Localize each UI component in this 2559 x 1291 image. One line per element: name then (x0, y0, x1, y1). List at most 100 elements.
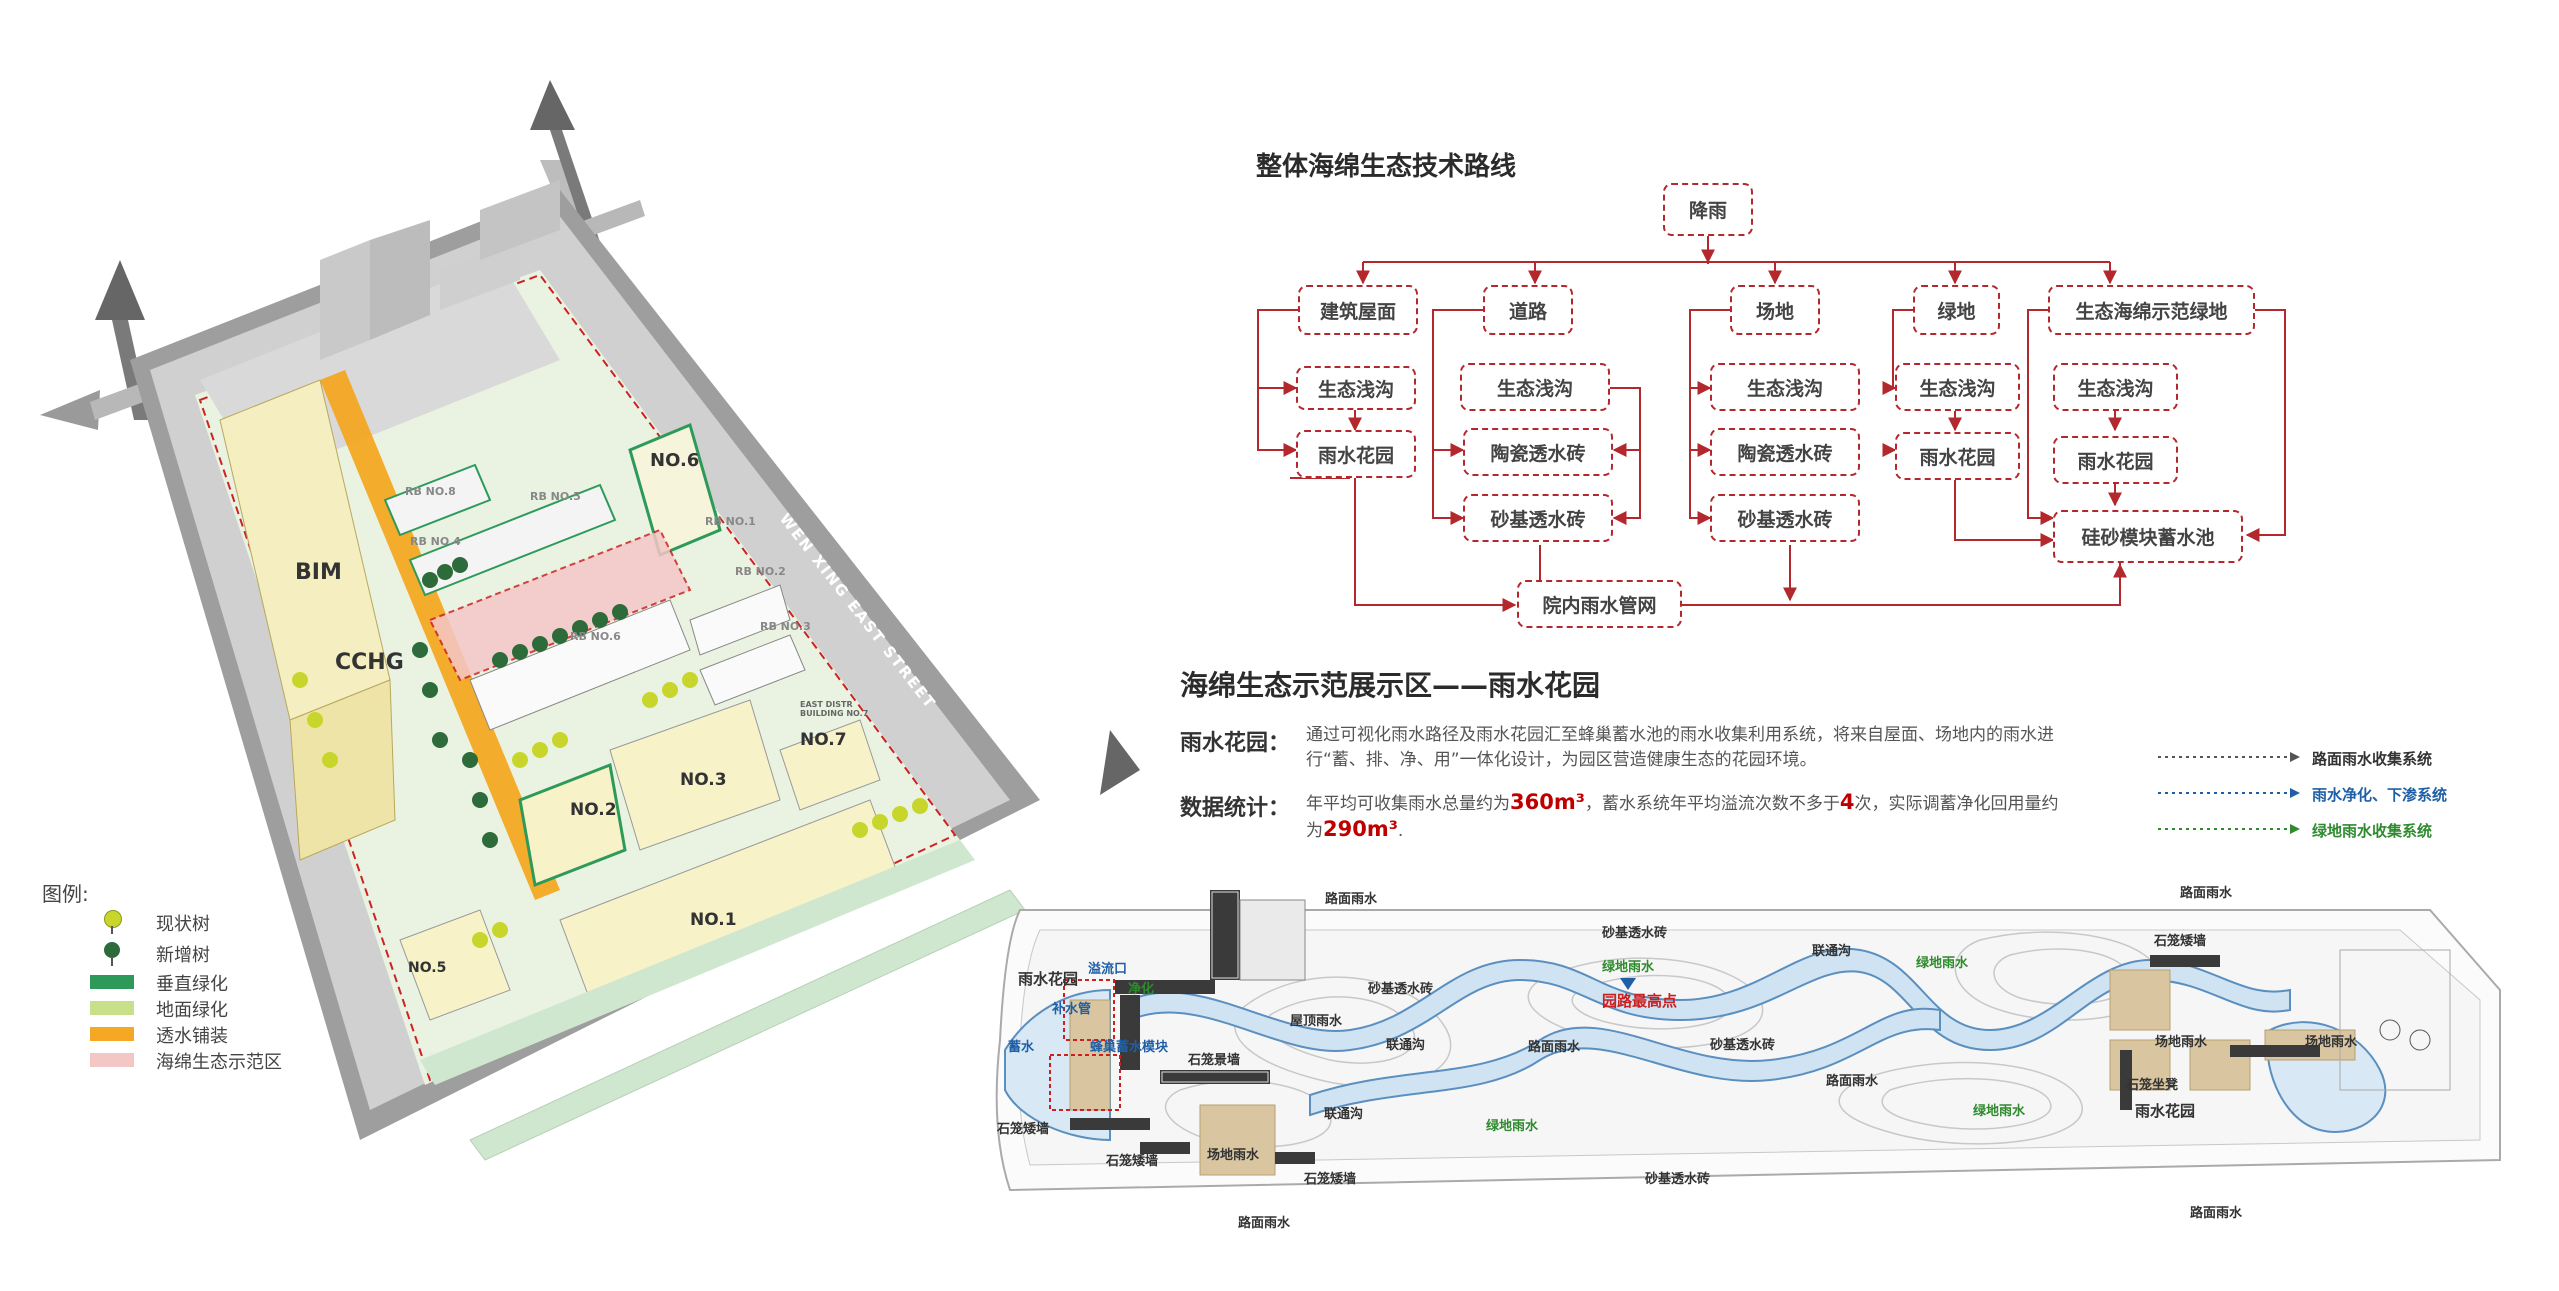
stats-description: 年平均可收集雨水总量约为360m³，蓄水系统年平均溢流次数不多于4次，实际调蓄净… (1306, 790, 2066, 844)
building-label-no5: NO.5 (408, 960, 447, 976)
node-rain-pipe: 院内雨水管网 (1517, 580, 1682, 628)
plan-green-rain-2: 绿地雨水 (1916, 956, 1969, 971)
stats-overflow-count: 4 (1839, 790, 1855, 814)
node-site: 场地 (1730, 285, 1820, 335)
plan-green-rain-3: 绿地雨水 (1486, 1119, 1539, 1134)
plan-road-bot-2: 路面雨水 (2190, 1206, 2243, 1221)
building-label-rb6: RB NO.6 (570, 630, 621, 643)
plan-supply: 补水管 (1052, 1002, 1092, 1017)
plan-high-point: 园路最高点 (1602, 992, 1678, 1010)
building-label-rb2: RB NO.2 (735, 565, 786, 578)
legend-existing-tree: 现状树 (156, 914, 210, 935)
node-site-swale: 生态浅沟 (1710, 363, 1860, 411)
stats-reuse-volume: 290m³ (1323, 817, 1398, 841)
plan-overflow: 溢流口 (1088, 962, 1128, 977)
building-label-rb1: RB NO.1 (705, 515, 756, 528)
legend-green-rain: 绿地雨水收集系统 (2312, 822, 2433, 840)
existing-building-a (320, 240, 370, 360)
building-label-rb5: RB NO.5 (530, 490, 581, 503)
legend-new-tree: 新增树 (156, 945, 210, 966)
rain-garden-description: 通过可视化雨水路径及雨水花园汇至蜂巢蓄水池的雨水收集利用系统，将来自屋面、场地内… (1306, 725, 2054, 770)
rb-row-1 (383, 463, 492, 537)
high-point-marker (1620, 978, 1636, 990)
node-rain: 降雨 (1663, 183, 1753, 236)
plan-road-bot-1: 路面雨水 (1238, 1216, 1291, 1231)
node-road-sand: 砂基透水砖 (1463, 494, 1613, 542)
arrow-nw-icon (95, 260, 145, 320)
arrow-west-icon (40, 390, 100, 430)
node-road-swale: 生态浅沟 (1460, 363, 1610, 411)
node-demo-garden: 雨水花园 (2053, 436, 2178, 484)
plan-stone-wall-3: 石笼矮墙 (997, 1122, 1050, 1137)
plan-stone-wall-1: 石笼景墙 (1188, 1053, 1241, 1068)
no7-building (779, 719, 881, 811)
legend-permeable-paving: 透水铺装 (156, 1026, 228, 1047)
building-label-no6: NO.6 (650, 450, 700, 471)
node-green: 绿地 (1913, 285, 2000, 335)
existing-building-d (480, 180, 560, 260)
plan-road-rain-mid-1: 路面雨水 (1528, 1040, 1581, 1055)
swatch-vertical-green (90, 975, 134, 989)
legend-sponge-demo: 海绵生态示范区 (156, 1052, 282, 1073)
plan-sand-bot: 砂基透水砖 (1645, 1172, 1711, 1187)
plan-site-rain-1: 场地雨水 (1207, 1148, 1260, 1163)
plan-site-rain-3: 场地雨水 (2305, 1035, 2358, 1050)
rain-garden-plan (995, 890, 2501, 1192)
node-road: 道路 (1483, 285, 1573, 335)
plan-green-rain-1: 绿地雨水 (1602, 960, 1655, 975)
no6-building (628, 422, 722, 558)
node-roof-swale: 生态浅沟 (1296, 366, 1416, 410)
building-label-rb-top: RB NO.8 (405, 485, 456, 498)
tree-new-stem (111, 958, 113, 966)
rb-row-5 (699, 634, 806, 706)
trees-existing (292, 672, 928, 948)
building-label-no2: NO.2 (570, 800, 617, 820)
plan-link-1: 联通沟 (1812, 944, 1852, 959)
plan-road-top-2: 路面雨水 (2180, 886, 2233, 901)
swatch-ground-green (90, 1001, 134, 1015)
ground-green-strip (420, 840, 975, 1085)
section-title: 海绵生态示范展示区——雨水花园 (1180, 669, 1601, 702)
building-label-bim: BIM (295, 560, 342, 585)
building-label-no7: NO.7 (800, 730, 847, 750)
stats-text-1: 年平均可收集雨水总量约为 (1306, 794, 1510, 814)
no2-building (518, 762, 627, 888)
tree-existing-icon (104, 910, 122, 928)
rb-row-4 (689, 584, 791, 656)
legend-vertical-green: 垂直绿化 (156, 974, 228, 995)
building-label-east-dist: EAST DISTR BUILDING NO.7 (800, 700, 869, 718)
plan-roof-rain: 屋顶雨水 (1290, 1014, 1343, 1029)
no3-building (609, 699, 781, 851)
node-green-swale: 生态浅沟 (1895, 363, 2020, 411)
plan-honeycomb: 蜂巢蓄水模块 (1090, 1040, 1169, 1055)
tree-existing-stem (111, 926, 113, 934)
tree-new-icon (104, 942, 120, 958)
plan-purify: 净化 (1128, 982, 1155, 997)
building-label-no1: NO.1 (690, 910, 737, 930)
flow-legend-lines (2158, 752, 2300, 834)
plan-stone-wall-2: 石笼矮墙 (2154, 934, 2207, 949)
legend-road-rain: 路面雨水收集系统 (2312, 750, 2433, 768)
existing-building-c (440, 240, 520, 310)
existing-building-b (370, 220, 430, 340)
node-site-ceramic: 陶瓷透水砖 (1710, 428, 1860, 476)
node-demo-swale: 生态浅沟 (2053, 363, 2178, 411)
arrow-east-icon (1100, 730, 1140, 795)
node-green-garden: 雨水花园 (1895, 432, 2020, 480)
plan-store: 蓄水 (1008, 1040, 1035, 1055)
flowchart-title: 整体海绵生态技术路线 (1256, 152, 1517, 182)
stats-label: 数据统计： (1180, 796, 1291, 821)
arrow-north-icon (530, 80, 575, 130)
plan-sand-mid-2: 砂基透水砖 (1710, 1038, 1776, 1053)
node-roof-garden: 雨水花园 (1296, 430, 1416, 478)
building-label-rb4: RB NO.4 (410, 535, 461, 548)
axonometric-site-map (40, 80, 1140, 1161)
plan-road-rain-mid-2: 路面雨水 (1826, 1074, 1879, 1089)
building-label-cchg: CCHG (335, 650, 404, 675)
node-sand-pool: 硅砂模块蓄水池 (2053, 510, 2243, 563)
plan-link-3: 联通沟 (1324, 1107, 1364, 1122)
legend-ground-green: 地面绿化 (156, 1000, 228, 1021)
trees-new (412, 557, 628, 848)
building-label-rb3: RB NO.3 (760, 620, 811, 633)
stats-text-2: ，蓄水系统年平均溢流次数不多于 (1584, 794, 1840, 814)
